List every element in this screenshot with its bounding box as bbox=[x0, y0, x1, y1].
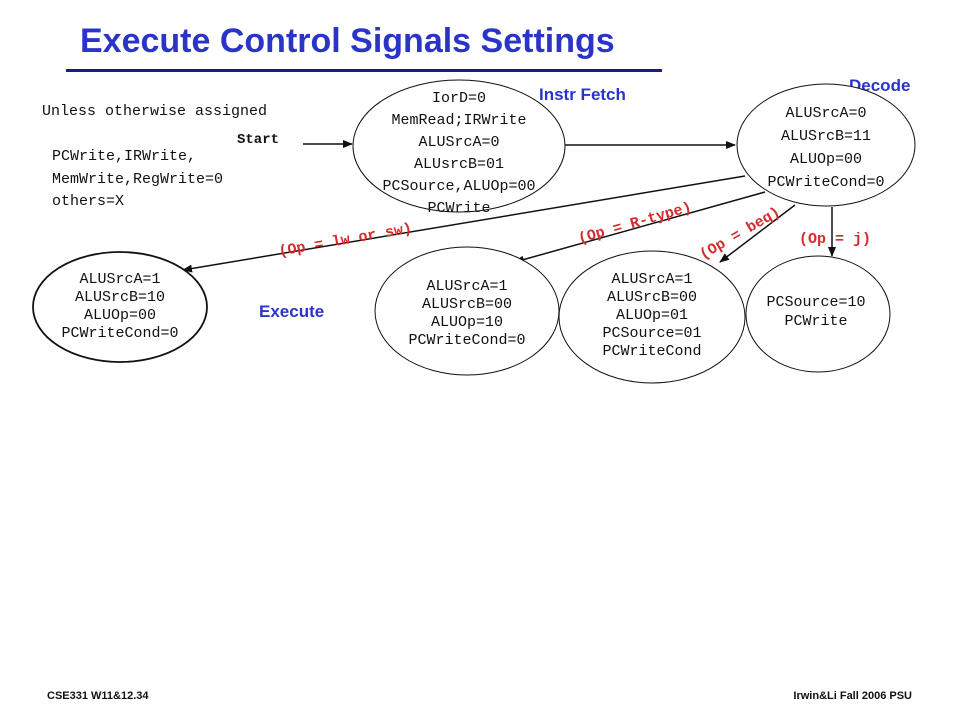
beq-line: ALUSrcB=00 bbox=[607, 289, 697, 306]
default-line-1: PCWrite,IRWrite, bbox=[52, 148, 197, 165]
jump-line: PCWrite bbox=[784, 313, 847, 330]
footer-left: CSE331 W11&12.34 bbox=[47, 690, 149, 702]
fetch-line: PCSource,ALUOp=00 bbox=[382, 178, 535, 195]
rtype-line: ALUSrcA=1 bbox=[426, 278, 507, 295]
arc-label-beq: (Op = beq) bbox=[697, 204, 783, 264]
slide-title: Execute Control Signals Settings bbox=[80, 22, 615, 60]
state-fetch bbox=[352, 79, 566, 213]
decode-line: ALUSrcB=11 bbox=[781, 128, 871, 145]
arc-label-lw-sw: (Op = lw or sw) bbox=[277, 220, 413, 260]
fetch-line: MemRead;IRWrite bbox=[391, 112, 526, 129]
state-memaddr bbox=[32, 251, 208, 363]
fetch-line: ALUsrcB=01 bbox=[414, 156, 504, 173]
state-decode bbox=[736, 83, 916, 207]
state-jump bbox=[745, 255, 891, 373]
memaddr-line: ALUSrcB=10 bbox=[75, 289, 165, 306]
beq-line: ALUOp=01 bbox=[616, 307, 688, 324]
default-line-3: others=X bbox=[52, 193, 125, 210]
state-beq bbox=[558, 250, 746, 384]
beq-line: PCWriteCond bbox=[602, 343, 701, 360]
instr-fetch-label: Instr Fetch bbox=[539, 85, 626, 104]
rtype-line: PCWriteCond=0 bbox=[408, 332, 525, 349]
decode-to-memaddr-arrow bbox=[182, 175, 746, 273]
arc-label-j: (Op = j) bbox=[799, 231, 871, 248]
decode-line: ALUOp=00 bbox=[790, 151, 862, 168]
decode-to-rtype-arrow bbox=[514, 191, 766, 264]
beq-line: ALUSrcA=1 bbox=[611, 271, 692, 288]
rtype-line: ALUOp=10 bbox=[431, 314, 503, 331]
unless-note: Unless otherwise assigned bbox=[42, 103, 268, 120]
fetch-line: PCWrite bbox=[427, 200, 490, 217]
arc-label-rtype: (Op = R-type) bbox=[576, 199, 693, 248]
rtype-line: ALUSrcB=00 bbox=[422, 296, 512, 313]
memaddr-line: PCWriteCond=0 bbox=[61, 325, 178, 342]
default-line-2: MemWrite,RegWrite=0 bbox=[52, 171, 224, 188]
memaddr-line: ALUOp=00 bbox=[84, 307, 156, 324]
fetch-line: IorD=0 bbox=[432, 90, 486, 107]
memaddr-line: ALUSrcA=1 bbox=[79, 271, 160, 288]
execute-label: Execute bbox=[259, 302, 325, 321]
decode-line: ALUSrcA=0 bbox=[785, 105, 866, 122]
title-underline bbox=[66, 69, 662, 72]
beq-line: PCSource=01 bbox=[602, 325, 701, 342]
footer-right: Irwin&Li Fall 2006 PSU bbox=[793, 690, 912, 702]
jump-line: PCSource=10 bbox=[766, 294, 865, 311]
fetch-line: ALUSrcA=0 bbox=[418, 134, 499, 151]
decode-to-beq-arrow bbox=[719, 204, 796, 263]
start-label: Start bbox=[237, 132, 280, 148]
decode-line: PCWriteCond=0 bbox=[767, 174, 884, 191]
